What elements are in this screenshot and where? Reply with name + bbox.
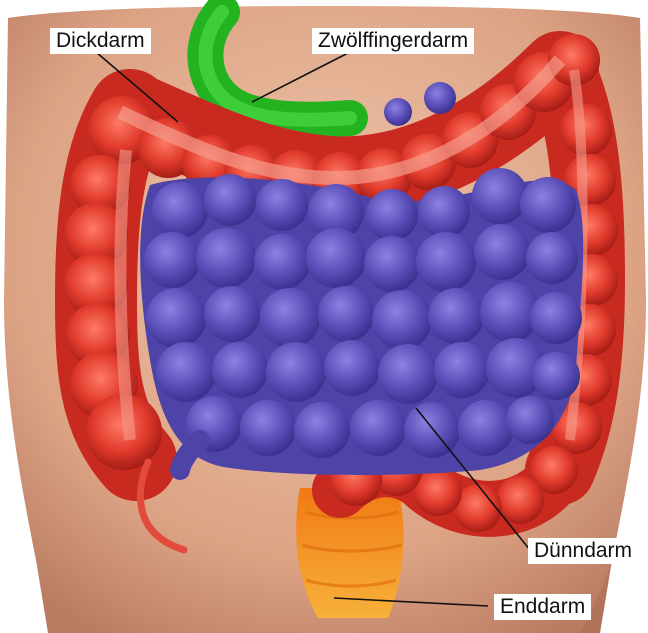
label-enddarm: Enddarm xyxy=(494,594,591,620)
label-zwoelffingerdarm: Zwölffingerdarm xyxy=(312,28,474,54)
label-dickdarm: Dickdarm xyxy=(50,28,151,54)
label-duenndarm: Dünndarm xyxy=(528,538,638,564)
